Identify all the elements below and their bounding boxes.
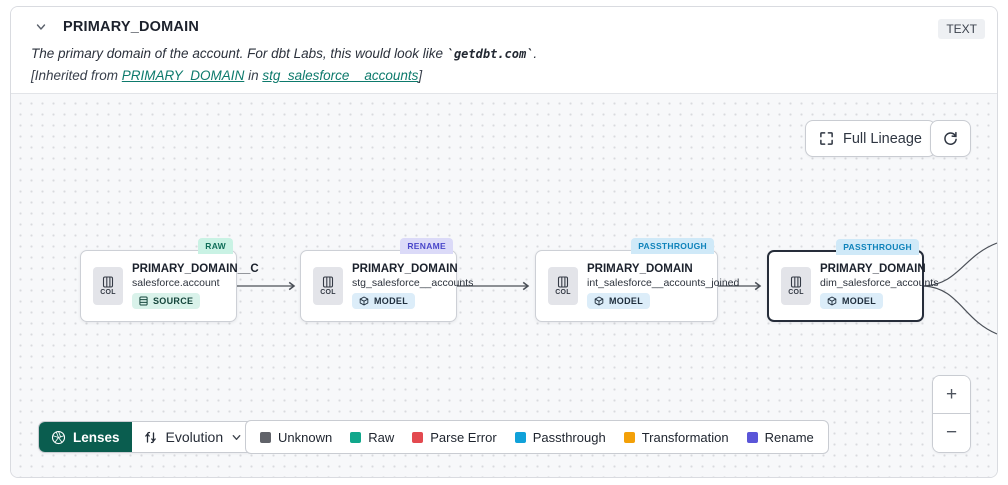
node-model-name: salesforce.account (132, 277, 220, 289)
legend-item: Parse Error (412, 430, 497, 445)
full-lineage-button[interactable]: Full Lineage (805, 120, 936, 157)
inherited-from-note: [Inherited from PRIMARY_DOMAIN in stg_sa… (31, 68, 423, 83)
database-icon (139, 296, 148, 306)
node-column-name: PRIMARY_DOMAIN (352, 263, 458, 275)
expand-icon (819, 131, 834, 146)
zoom-in-button[interactable]: + (933, 376, 970, 414)
legend-item: Unknown (260, 430, 332, 445)
legend-item: Transformation (623, 430, 729, 445)
lenses-label: Lenses (73, 429, 120, 445)
column-icon: COL (313, 267, 343, 305)
column-icon: COL (548, 267, 578, 305)
data-type-badge: TEXT (938, 19, 985, 39)
column-header: PRIMARY_DOMAIN TEXT The primary domain o… (11, 7, 997, 94)
legend-swatch (623, 431, 635, 443)
node-type-badge: MODEL (820, 293, 883, 309)
legend-swatch (260, 431, 271, 443)
lenses-control: Lenses Evolution (38, 421, 256, 453)
node-model-name: int_salesforce__accounts_joined (587, 277, 740, 289)
node-type-badge: MODEL (352, 293, 415, 309)
evolution-badge: RAW (198, 238, 233, 254)
legend-item: Raw (350, 430, 394, 445)
legend-swatch (746, 431, 758, 443)
lineage-node-dim[interactable]: PASSTHROUGH COL PRIMARY_DOMAIN dim_sales… (767, 239, 939, 322)
lineage-node-int[interactable]: PASSTHROUGH COL PRIMARY_DOMAIN int_sales… (535, 238, 740, 322)
node-model-name: dim_salesforce_accounts (820, 277, 939, 289)
lineage-node-source[interactable]: RAW COL PRIMARY_DOMAIN__C salesforce.acc… (80, 238, 259, 322)
node-type-badge: MODEL (587, 293, 650, 309)
cube-icon (594, 296, 604, 306)
column-icon: COL (781, 267, 811, 305)
lineage-canvas[interactable]: Full Lineage RAW COL PRIMARY_DOMAIN__C s… (11, 94, 997, 477)
lens-selector-dropdown[interactable]: Evolution (132, 422, 255, 452)
collapse-chevron-icon[interactable] (31, 17, 51, 37)
cube-icon (827, 296, 837, 306)
legend-swatch (514, 431, 526, 443)
full-lineage-label: Full Lineage (843, 130, 922, 147)
node-column-name: PRIMARY_DOMAIN (820, 263, 926, 275)
legend-swatch (350, 431, 362, 443)
node-model-name: stg_salesforce__accounts (352, 277, 474, 289)
inherited-column-link[interactable]: PRIMARY_DOMAIN (121, 68, 245, 83)
evolution-badge: RENAME (400, 238, 453, 254)
evolution-lens-icon (144, 430, 158, 445)
zoom-out-button[interactable]: − (933, 414, 970, 452)
inherited-model-link[interactable]: stg_salesforce__accounts (262, 68, 419, 83)
column-lineage-panel: PRIMARY_DOMAIN TEXT The primary domain o… (10, 6, 998, 478)
lens-aperture-icon (51, 430, 66, 445)
legend-swatch (412, 431, 424, 443)
lenses-button[interactable]: Lenses (39, 422, 132, 452)
column-icon: COL (93, 267, 123, 305)
node-column-name: PRIMARY_DOMAIN (587, 263, 693, 275)
refresh-button[interactable] (930, 120, 971, 157)
node-column-name: PRIMARY_DOMAIN__C (132, 263, 259, 275)
legend-item: Rename (746, 430, 814, 445)
refresh-icon (942, 130, 959, 147)
selected-lens-label: Evolution (165, 429, 224, 445)
lineage-node-stg[interactable]: RENAME COL PRIMARY_DOMAIN stg_salesforce… (300, 238, 474, 322)
evolution-legend: Unknown Raw Parse Error Passthrough Tran… (245, 420, 829, 454)
legend-item: Passthrough (514, 430, 606, 445)
inline-code: `getdbt.com` (446, 47, 534, 61)
node-type-badge: SOURCE (132, 293, 201, 309)
chevron-down-icon (231, 432, 242, 443)
column-name-title: PRIMARY_DOMAIN (63, 19, 199, 35)
evolution-badge: PASSTHROUGH (836, 239, 919, 255)
evolution-badge: PASSTHROUGH (631, 238, 714, 254)
zoom-controls: + − (932, 375, 971, 453)
cube-icon (359, 296, 369, 306)
column-description: The primary domain of the account. For d… (31, 46, 538, 61)
